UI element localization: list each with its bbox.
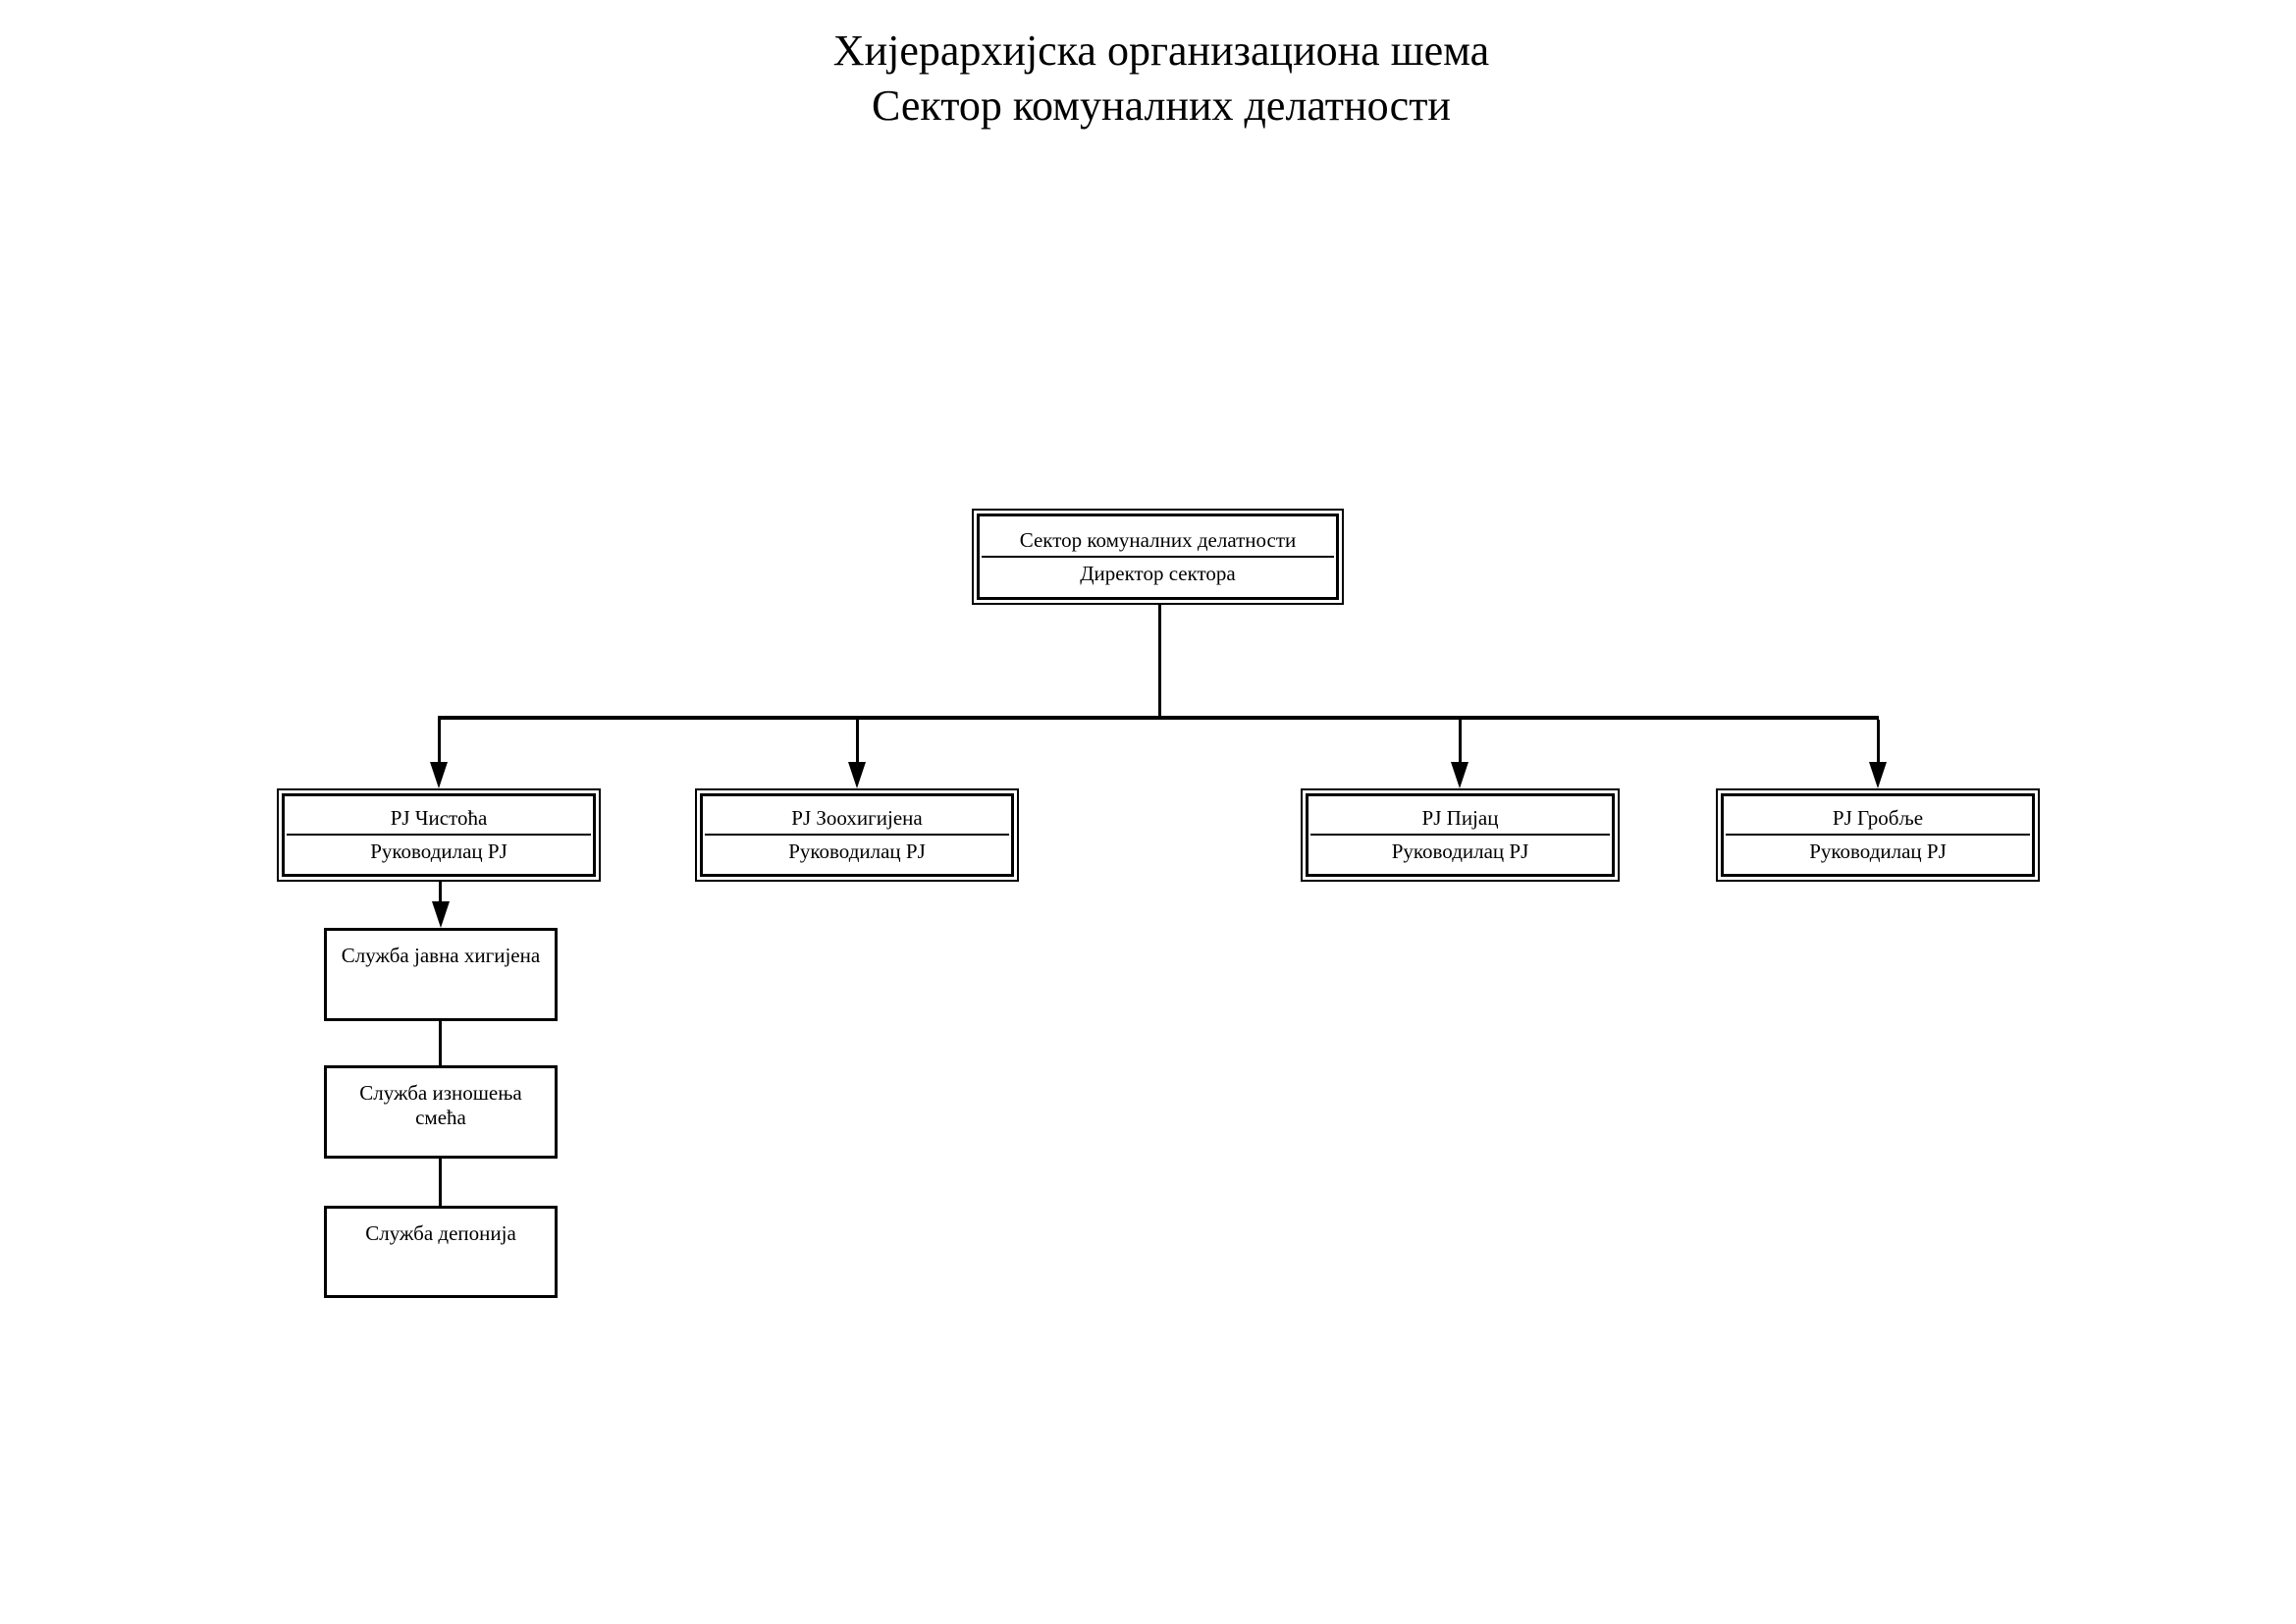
node-rj-cistoca-frame: РЈ Чистоћа Руководилац РЈ: [282, 793, 596, 877]
node-rj-zoohigijena: РЈ Зоохигијена Руководилац РЈ: [695, 788, 1019, 882]
box-divider: [1310, 834, 1610, 836]
connector-cistoca-javna-higijena: [439, 882, 442, 903]
node-sluzba-javna-higijena: Служба јавна хигијена: [324, 928, 558, 1021]
node-unit-label: РЈ Гробље: [1832, 806, 1924, 830]
node-unit-label: РЈ Зоохигијена: [791, 806, 923, 830]
node-unit-label: РЈ Чистоћа: [390, 806, 488, 830]
box-divider: [705, 834, 1009, 836]
connector-root-stub: [1158, 605, 1161, 720]
node-role-label: Руководилац РЈ: [370, 839, 507, 863]
arrowhead-down-icon: [848, 762, 866, 788]
node-rj-pijac: РЈ Пијац Руководилац РЈ: [1301, 788, 1620, 882]
node-role-label: Руководилац РЈ: [1809, 839, 1947, 863]
node-role-label: Руководилац РЈ: [788, 839, 926, 863]
connector-drop-cistoca: [438, 720, 441, 763]
service-label: Служба изношења смећа: [359, 1081, 522, 1129]
chart-title-line2: Сектор комуналних делатности: [872, 81, 1451, 130]
node-unit-label: РЈ Пијац: [1421, 806, 1499, 830]
arrowhead-down-icon: [432, 901, 450, 928]
node-rj-groblje: РЈ Гробље Руководилац РЈ: [1716, 788, 2040, 882]
node-role-label: Руководилац РЈ: [1391, 839, 1529, 863]
box-divider: [982, 555, 1334, 558]
connector-iznosenje-deponija: [439, 1159, 442, 1206]
connector-horizontal-bus: [438, 716, 1879, 720]
connector-javna-higijena-iznosenje: [439, 1021, 442, 1065]
connector-drop-pijac: [1459, 720, 1462, 763]
chart-title: Хијерархијска организациона шема Сектор …: [13, 24, 2296, 134]
node-sluzba-iznosenja-smeca: Служба изношења смећа: [324, 1065, 558, 1159]
node-sluzba-deponija: Служба депонија: [324, 1206, 558, 1298]
service-label: Служба депонија: [365, 1221, 516, 1245]
node-rj-zoohigijena-frame: РЈ Зоохигијена Руководилац РЈ: [700, 793, 1014, 877]
arrowhead-down-icon: [430, 762, 448, 788]
arrowhead-down-icon: [1869, 762, 1887, 788]
connector-drop-groblje: [1877, 720, 1880, 763]
connector-drop-zoohigijena: [856, 720, 859, 763]
node-rj-cistoca: РЈ Чистоћа Руководилац РЈ: [277, 788, 601, 882]
node-rj-pijac-frame: РЈ Пијац Руководилац РЈ: [1306, 793, 1615, 877]
node-unit-label: Сектор комуналних делатности: [1019, 527, 1297, 552]
box-divider: [287, 834, 591, 836]
node-sektor-direktor-frame: Сектор комуналних делатности Директор се…: [977, 514, 1339, 600]
chart-title-line1: Хијерархијска организациона шема: [832, 27, 1490, 75]
node-role-label: Директор сектора: [1080, 561, 1236, 585]
service-label: Служба јавна хигијена: [341, 944, 541, 967]
node-sektor-direktor: Сектор комуналних делатности Директор се…: [972, 509, 1344, 605]
arrowhead-down-icon: [1451, 762, 1468, 788]
node-rj-groblje-frame: РЈ Гробље Руководилац РЈ: [1721, 793, 2035, 877]
box-divider: [1726, 834, 2030, 836]
